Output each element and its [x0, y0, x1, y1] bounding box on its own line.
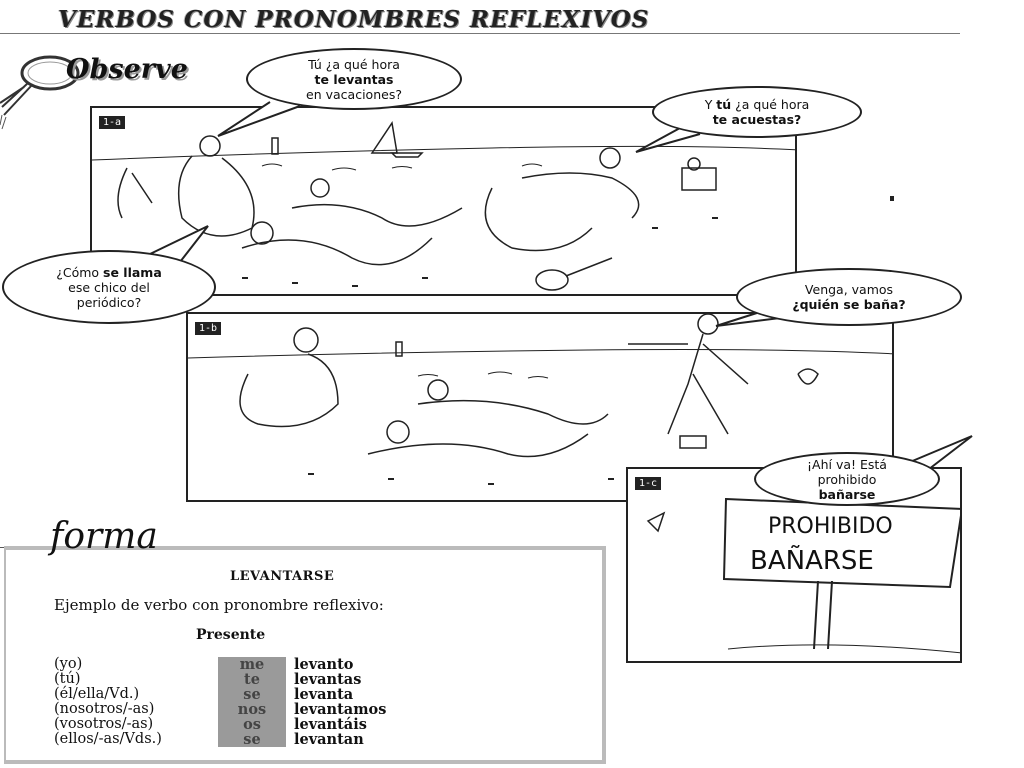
bubble-text: en vacaciones? [306, 86, 402, 102]
reflexive-pronoun: nos [218, 702, 286, 717]
reflexive-pronoun: os [218, 717, 286, 732]
bubble-text: ¡Ahí va! Está [807, 456, 887, 472]
speech-bubble-banarse: ¡Ahí va! Está prohibido bañarse [754, 452, 940, 506]
stray-mark [890, 196, 894, 201]
panel-label: 1-b [195, 322, 222, 335]
verb-form: levanta [294, 686, 354, 703]
bubble-text: ese chico del [68, 279, 150, 295]
bubble-text-line: ¿Cómo se llama [56, 265, 162, 280]
example-caption: Ejemplo de verbo con pronombre reflexivo… [54, 596, 384, 614]
bubble-text-bold: bañarse [818, 486, 876, 502]
conjugation-row: (ellos/-as/Vds.) se levantan [54, 732, 454, 747]
verb-form: levantamos [294, 701, 387, 718]
panel-label: 1-a [99, 116, 126, 129]
bubble-text: Tú ¿a qué hora [308, 56, 400, 72]
speech-bubble-acuestas: Y tú ¿a qué hora te acuestas? [652, 86, 862, 138]
sign-text-line1: PROHIBIDO [768, 514, 893, 539]
title-divider [0, 33, 960, 34]
bubble-text: prohibido [817, 471, 877, 487]
verb-form: levanto [294, 656, 354, 673]
person-label: (vosotros/-as) [54, 716, 154, 732]
bubble-text-bold: se llama [103, 264, 162, 280]
reflexive-pronoun: te [218, 672, 286, 687]
bubble-text: ¿Cómo [56, 264, 104, 280]
bubble-text: Y [704, 97, 717, 112]
bubble-text-bold: tú [716, 97, 732, 112]
conjugation-row: (vosotros/-as) os levantáis [54, 717, 454, 732]
sign-text-line2: BAÑARSE [750, 544, 874, 576]
conjugation-table: (yo) me levanto (tú) te levantas (él/ell… [54, 657, 454, 747]
forma-box [4, 546, 606, 764]
verb-title: LEVANTARSE [230, 569, 335, 584]
bubble-text-bold: te acuestas? [712, 112, 802, 127]
magnifier-icon [0, 55, 80, 130]
person-label: (tú) [54, 671, 81, 687]
bubble-text-bold: ¿quién se baña? [792, 297, 906, 312]
conjugation-row: (yo) me levanto [54, 657, 454, 672]
bubble-text-bold: te levantas [314, 71, 394, 87]
conjugation-row: (nosotros/-as) nos levantamos [54, 702, 454, 717]
forma-heading: forma [50, 516, 158, 557]
reflexive-pronoun: se [218, 732, 286, 747]
speech-bubble-se-llama: ¿Cómo se llama ese chico del periódico? [2, 250, 216, 324]
verb-form: levantan [294, 731, 364, 748]
speech-bubble-se-bana: Venga, vamos ¿quién se baña? [736, 268, 962, 326]
speech-bubble-levantas: Tú ¿a qué hora te levantas en vacaciones… [246, 48, 462, 110]
conjugation-row: (él/ella/Vd.) se levanta [54, 687, 454, 702]
reflexive-pronoun: me [218, 657, 286, 672]
conjugation-row: (tú) te levantas [54, 672, 454, 687]
verb-form: levantas [294, 671, 362, 688]
tense-title: Presente [196, 627, 266, 643]
beach-scene-illustration [92, 121, 795, 291]
beach-scene-illustration [188, 314, 892, 485]
bubble-text-line: Y tú ¿a qué hora [705, 97, 810, 112]
person-label: (yo) [54, 656, 83, 672]
observe-heading: Observe [66, 54, 188, 85]
bubble-text: periódico? [76, 294, 142, 310]
person-label: (ellos/-as/Vds.) [54, 731, 162, 747]
bubble-text: Venga, vamos [804, 282, 894, 297]
person-label: (nosotros/-as) [54, 701, 155, 717]
bubble-text: ¿a qué hora [731, 97, 810, 112]
panel-label: 1-c [635, 477, 662, 490]
prohibido-sign-illustration: PROHIBIDO BAÑARSE [646, 497, 960, 654]
person-label: (él/ella/Vd.) [54, 686, 140, 702]
reflexive-pronoun: se [218, 687, 286, 702]
page-title: VERBOS CON PRONOMBRES REFLEXIVOS [58, 6, 650, 33]
verb-form: levantáis [294, 716, 367, 733]
